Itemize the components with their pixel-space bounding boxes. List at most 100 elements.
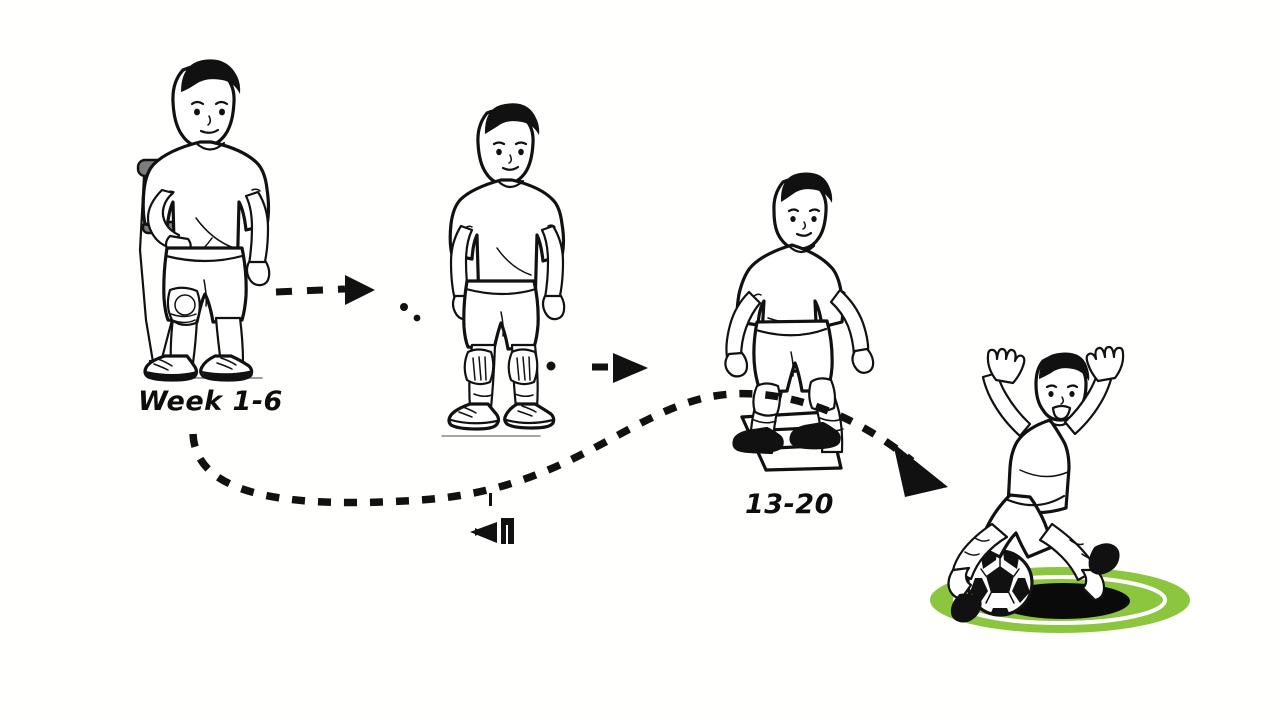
glitch-eta xyxy=(506,518,514,544)
eye-left-1 xyxy=(194,108,200,116)
glitch-tick xyxy=(489,493,492,506)
waistband-3 xyxy=(754,327,828,337)
ball-top-panels xyxy=(981,551,1019,569)
shoe-right-sole-1 xyxy=(202,370,253,380)
arrow-1-stray-dot-a xyxy=(400,303,408,311)
leg-left-upper-4 xyxy=(951,522,1009,581)
crutch-shaft xyxy=(144,318,174,364)
shoe-left-4 xyxy=(950,593,982,623)
nose-2 xyxy=(508,154,513,164)
label-week-13-20: 13-20 xyxy=(745,489,834,520)
knee-sleeve-left-shell xyxy=(752,382,781,417)
mouth-1 xyxy=(199,128,220,134)
stage-4-celebrating-figure xyxy=(930,345,1190,633)
eye-right-2 xyxy=(518,148,524,156)
hand-right-4 xyxy=(1085,345,1125,383)
shoe-right-laces-1 xyxy=(216,357,237,370)
nose-1 xyxy=(207,115,212,126)
eyebrows-3 xyxy=(787,208,821,213)
hand-left-4 xyxy=(986,347,1026,385)
stage-2-standing-figure xyxy=(441,103,566,437)
shoe-left-laces-1 xyxy=(153,358,173,371)
nose-4 xyxy=(1060,396,1065,405)
hair-2 xyxy=(484,103,540,135)
hand-right-2 xyxy=(541,294,566,321)
arrow-2-dashed xyxy=(546,353,648,383)
shorts-fold-2 xyxy=(500,311,504,337)
hair-4 xyxy=(1039,352,1090,381)
knee-pad-right-2 xyxy=(507,348,539,386)
glitch-artifact-mark xyxy=(470,493,514,544)
eye-left-2 xyxy=(496,148,502,156)
hand-left-3 xyxy=(724,351,749,378)
knee-sleeve-left-3 xyxy=(752,382,781,417)
leg-left-lower-4 xyxy=(947,566,973,601)
glitch-triangle xyxy=(470,522,497,543)
mouth-3 xyxy=(795,231,813,237)
shoe-right-laces-3 xyxy=(800,432,816,440)
shoe-left-laces-4 xyxy=(962,601,975,609)
open-mouth-4 xyxy=(1051,404,1072,421)
arm-left-1 xyxy=(146,188,181,250)
arrow-1-dashed xyxy=(275,275,421,322)
knee-sleeve-right-3 xyxy=(808,377,837,412)
arrow-1-head xyxy=(345,275,375,305)
label-week-1-6: Week 1-6 xyxy=(138,386,283,417)
eye-right-3 xyxy=(811,216,817,222)
shoe-left-laces-3 xyxy=(743,436,759,444)
arrow-3-s-curve xyxy=(189,389,948,507)
arrow-2-lead-dot xyxy=(546,361,556,371)
stage-3-agility-ladder-figure xyxy=(724,172,875,472)
knee-pad-left-shell xyxy=(463,348,495,386)
shoe-right-laces-2 xyxy=(517,405,537,417)
arrow-2-head xyxy=(613,353,648,383)
shoe-left-sole-2 xyxy=(449,418,499,425)
knee-pad-left-ribs xyxy=(472,356,487,381)
nose-3 xyxy=(802,221,807,230)
stage-1-crutch-figure xyxy=(136,59,271,382)
eye-left-4 xyxy=(1048,391,1054,397)
eye-right-4 xyxy=(1069,391,1075,397)
knee-brace-1 xyxy=(166,286,201,327)
knee-brace-straps xyxy=(170,313,197,324)
knee-pad-right-shell xyxy=(507,348,539,386)
knee-brace-opening xyxy=(174,294,196,316)
eyebrows-4 xyxy=(1045,384,1079,389)
shoe-left-laces-2 xyxy=(458,406,477,418)
ball-center-panel xyxy=(986,566,1014,593)
ladder-rungs xyxy=(740,410,843,472)
collar-3 xyxy=(787,244,816,254)
waistband-4 xyxy=(1006,494,1066,507)
ball-bottom-panel xyxy=(990,608,1010,615)
arrow-3-head xyxy=(893,443,948,497)
hand-right-3 xyxy=(851,347,875,374)
shoe-right-3 xyxy=(789,421,841,450)
waistband-1 xyxy=(164,254,244,263)
knee-pad-left-2 xyxy=(463,348,495,386)
arrow-1-shaft xyxy=(275,285,346,296)
arrow-1-stray-dot-b xyxy=(413,314,421,322)
shoe-right-laces-4 xyxy=(1099,555,1113,561)
shirt-fold-2 xyxy=(496,247,532,276)
glitch-bar xyxy=(501,518,506,544)
leg-right-lower-4 xyxy=(1080,568,1106,602)
collar-2 xyxy=(496,179,525,189)
shorts-fold-1 xyxy=(203,279,207,307)
collar-1 xyxy=(194,141,226,151)
hand-right-1 xyxy=(245,260,271,287)
hair-1 xyxy=(181,59,241,94)
eyebrows-1 xyxy=(190,100,229,106)
shorts-3 xyxy=(752,319,834,394)
arrow-3-shaft xyxy=(189,389,915,507)
sock-lines-2 xyxy=(473,393,534,398)
eyebrows-2 xyxy=(492,141,528,146)
leg-right-upper-4 xyxy=(1038,522,1098,582)
shoe-right-sole-2 xyxy=(504,418,555,425)
shoe-right-4 xyxy=(1088,543,1120,575)
glitch-inner-notch xyxy=(475,528,483,536)
knee-pad-right-ribs xyxy=(516,356,531,381)
shirt-fold-4 xyxy=(1019,469,1069,478)
knee-sleeve-right-shell xyxy=(808,377,837,412)
